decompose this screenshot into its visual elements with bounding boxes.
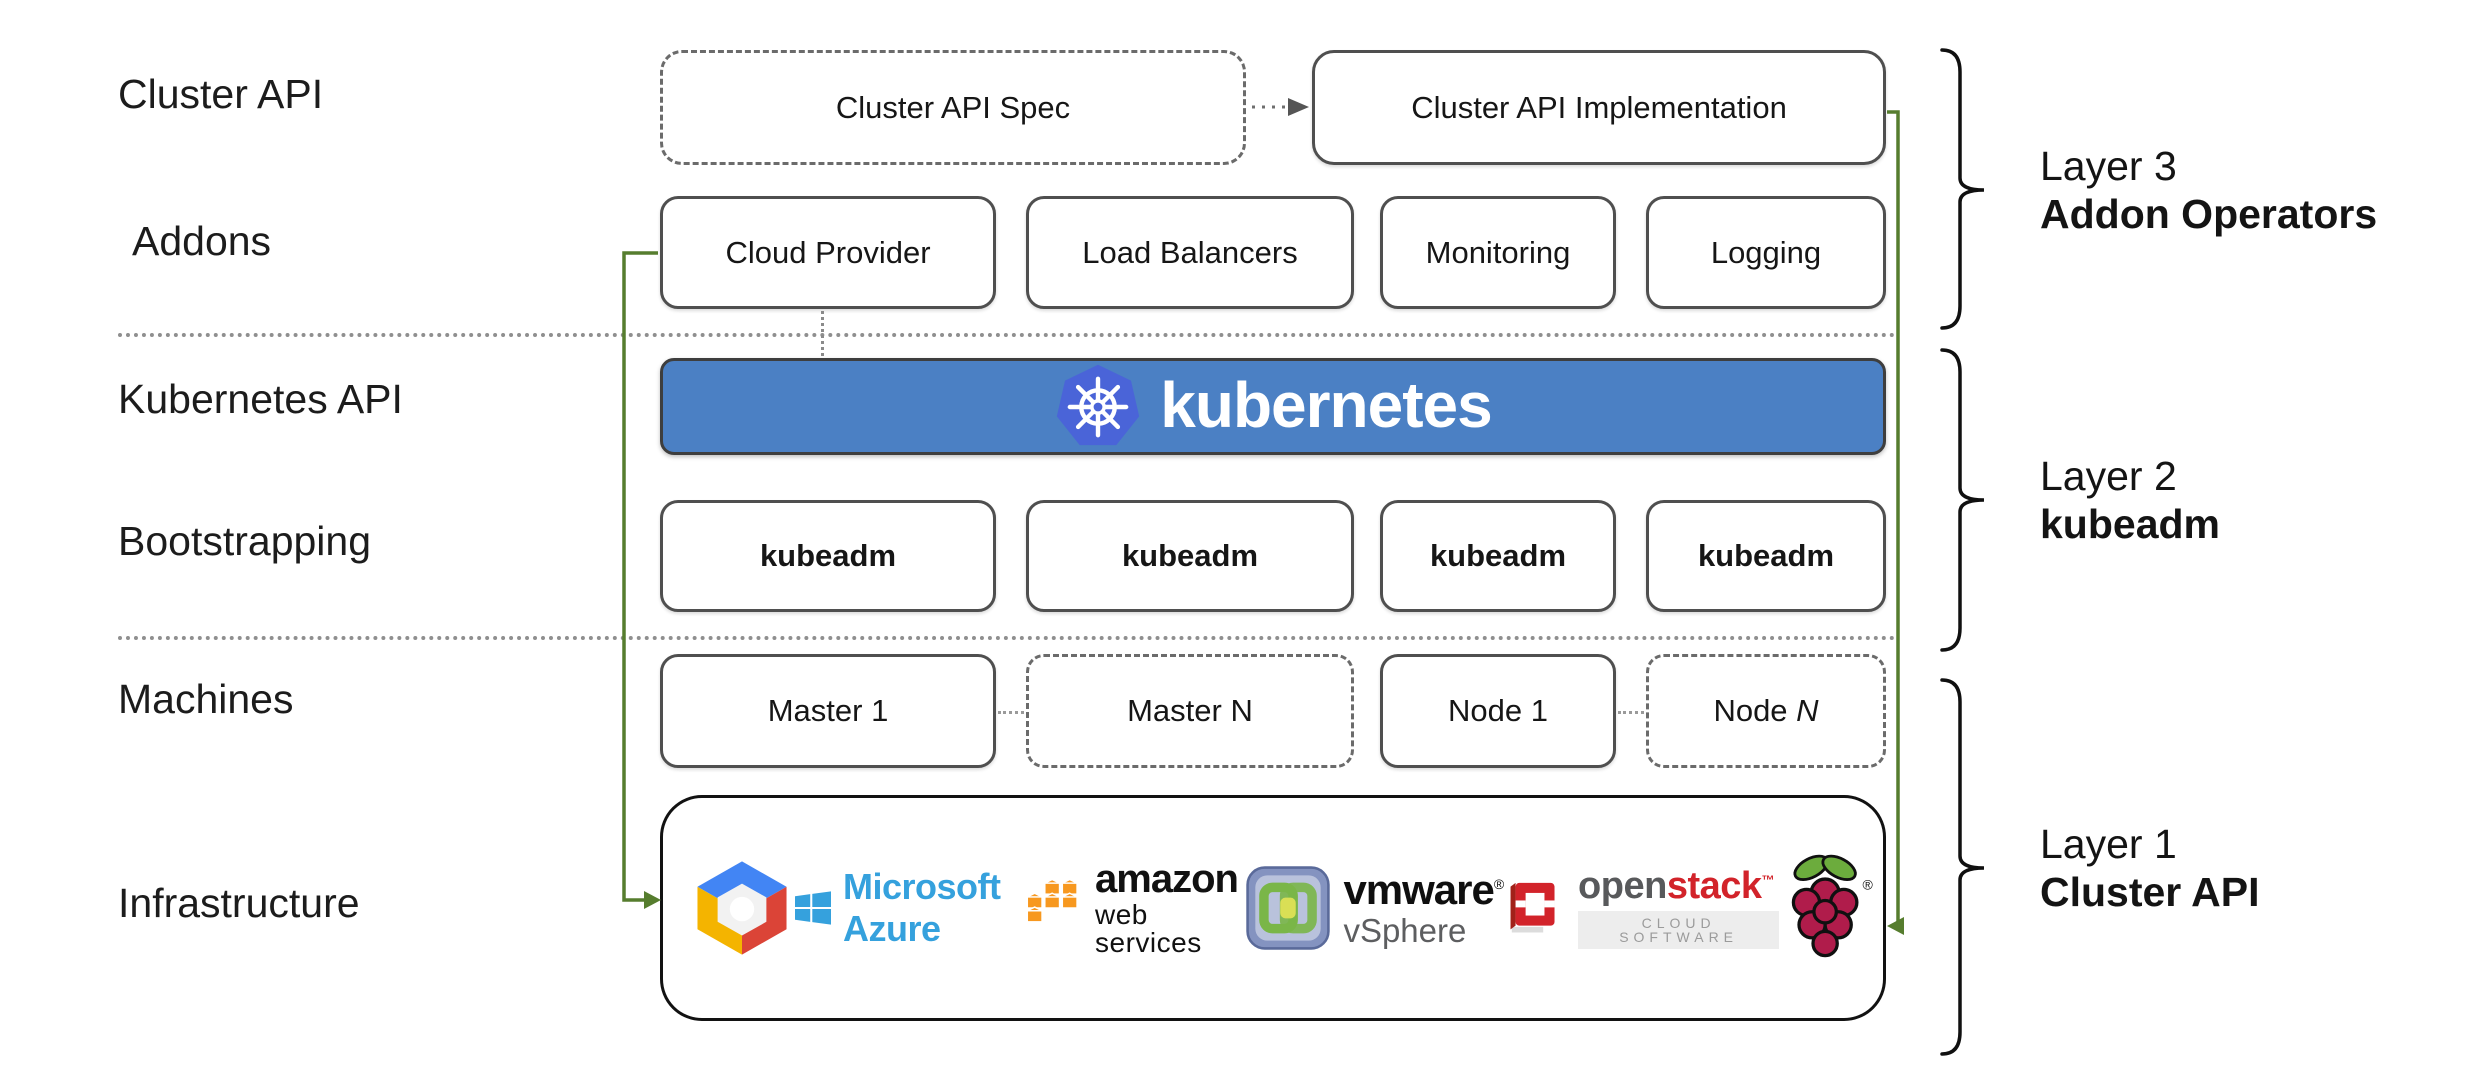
layer-2-name: Layer 2 <box>2040 453 2177 499</box>
machine-node-n-box: Node N <box>1646 654 1886 768</box>
cloud-provider-to-kubernetes-connector <box>821 311 824 356</box>
dotted-separator-top <box>118 333 1896 337</box>
bracket-layer-1 <box>1940 678 1985 1056</box>
layer-1-label: Layer 1 Cluster API <box>2040 820 2259 916</box>
google-cloud-logo <box>689 855 795 961</box>
row-label-addons: Addons <box>132 218 272 264</box>
kubeadm-box-1: kubeadm <box>660 500 996 612</box>
vmware-vsphere-logo: vmware® vSphere <box>1245 865 1504 951</box>
dotted-separator-bottom <box>118 636 1896 640</box>
spec-to-implementation-arrow <box>1252 98 1309 116</box>
microsoft-azure-logo: Microsoft Azure <box>795 866 1019 950</box>
machine-label: Node <box>1713 693 1788 728</box>
row-label-cluster-api: Cluster API <box>118 71 324 117</box>
bracket-layer-3 <box>1940 48 1985 330</box>
kubeadm-box-2: kubeadm <box>1026 500 1354 612</box>
green-connector-left <box>622 251 661 909</box>
layer-2-label: Layer 2 kubeadm <box>2040 452 2220 548</box>
node1-nodeN-connector <box>1618 711 1644 714</box>
layer-3-name: Layer 3 <box>2040 143 2177 189</box>
machine-master-1-box: Master 1 <box>660 654 996 768</box>
openstack-label: openstack™ <box>1578 865 1775 907</box>
addon-load-balancers-box: Load Balancers <box>1026 196 1354 309</box>
layer-3-sublabel: Addon Operators <box>2040 191 2378 237</box>
kubeadm-box-3: kubeadm <box>1380 500 1616 612</box>
machine-label: Master <box>767 693 863 728</box>
azure-label: Microsoft Azure <box>843 866 1001 949</box>
aws-label: amazon <box>1095 857 1239 901</box>
kubernetes-logo-icon <box>1057 364 1140 445</box>
vsphere-label: vSphere <box>1343 912 1467 949</box>
row-label-infrastructure: Infrastructure <box>118 880 360 926</box>
master1-masterN-connector <box>998 711 1024 714</box>
layer-1-sublabel: Cluster API <box>2040 869 2260 915</box>
row-label-kubernetes-api: Kubernetes API <box>118 376 403 422</box>
aws-logo: amazon web services <box>1019 859 1246 957</box>
row-label-bootstrapping: Bootstrapping <box>118 518 372 564</box>
infrastructure-box: Microsoft Azure amazon web services <box>660 795 1886 1021</box>
kubernetes-banner-label: kubernetes <box>1160 368 1492 441</box>
machine-node-1-box: Node 1 <box>1380 654 1616 768</box>
bracket-layer-2 <box>1940 348 1985 652</box>
kubeadm-box-4: kubeadm <box>1646 500 1886 612</box>
machine-master-n-box: Master N <box>1026 654 1354 768</box>
azure-windows-icon <box>795 891 831 925</box>
addon-logging-box: Logging <box>1646 196 1886 309</box>
openstack-logo: openstack™ CLOUD SOFTWARE <box>1503 865 1780 949</box>
openstack-icon <box>1510 882 1555 933</box>
kubernetes-banner: kubernetes <box>660 358 1886 455</box>
raspberry-pi-icon: ® <box>1791 854 1874 958</box>
layer-2-sublabel: kubeadm <box>2040 501 2220 547</box>
machine-label: Master <box>1127 693 1222 728</box>
svg-text:®: ® <box>1863 876 1874 892</box>
row-label-machines: Machines <box>118 676 294 722</box>
green-connector-right <box>1887 110 1904 935</box>
aws-sublabel: web services <box>1095 899 1202 958</box>
layer-3-label: Layer 3 Addon Operators <box>2040 142 2377 238</box>
addon-monitoring-box: Monitoring <box>1380 196 1616 309</box>
vmware-icon <box>1246 866 1331 950</box>
aws-cubes-icon <box>1025 878 1079 923</box>
addon-cloud-provider-box: Cloud Provider <box>660 196 996 309</box>
cluster-api-implementation-box: Cluster API Implementation <box>1312 50 1886 165</box>
vmware-label: vmware® <box>1343 866 1504 913</box>
cluster-api-spec-box: Cluster API Spec <box>660 50 1246 165</box>
google-cloud-icon <box>697 861 787 955</box>
layer-1-name: Layer 1 <box>2040 821 2177 867</box>
machine-label: Node <box>1448 693 1523 728</box>
openstack-sublabel: CLOUD SOFTWARE <box>1578 911 1780 949</box>
raspberry-pi-logo: ® <box>1779 852 1875 964</box>
